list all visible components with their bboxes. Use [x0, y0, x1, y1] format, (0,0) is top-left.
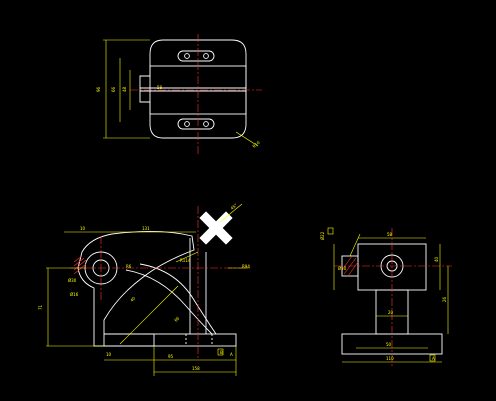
top-view-dim-radius: R10	[251, 140, 261, 149]
side-view-dim-height-b: 26	[442, 296, 447, 302]
front-view-arm-outline	[77, 230, 195, 347]
side-view-dim-base-width: 50	[386, 342, 392, 347]
front-view-rib-curve-inner	[139, 263, 217, 335]
top-view-upper-slot	[177, 50, 215, 62]
top-view-dim-width: 58	[157, 85, 163, 90]
front-view-radius-leader	[175, 251, 199, 263]
top-view[interactable]	[103, 34, 262, 154]
side-view-dim-top-width: 58	[387, 232, 393, 237]
side-view-section-mark: A	[432, 356, 435, 361]
top-view-upper-slot-hole-right	[203, 53, 209, 59]
front-view-base-plate	[153, 333, 237, 347]
top-view-dim-slot: 48	[122, 86, 127, 92]
front-view-section-mark-a: A	[230, 352, 233, 357]
front-view-section-mark-b: B	[220, 350, 223, 355]
side-view-dim-base-total: 110	[386, 356, 394, 361]
top-view-dimension-labels: 96 66 48 58 R10	[96, 85, 261, 149]
side-view-corner-box	[327, 227, 334, 235]
front-view-dim-base-offset: 10	[106, 352, 112, 357]
front-view-dim-top-span: 131	[142, 226, 150, 231]
front-view-dim-angle: 45°	[229, 202, 238, 210]
front-view-dim-rib-c: 66	[173, 315, 180, 322]
top-view-dim-inner: 66	[111, 86, 116, 92]
front-view-dim-base-total: 158	[192, 366, 200, 371]
top-view-lower-slot-hole-left	[184, 121, 190, 127]
top-view-lower-slot	[177, 118, 215, 130]
front-view-dim-radius-large: R114	[180, 258, 191, 263]
front-view-dim-left-width: 10	[80, 226, 86, 231]
side-view-leader-angle	[349, 233, 361, 257]
side-view-dim-web: 20	[388, 310, 394, 315]
front-view[interactable]	[46, 203, 252, 376]
front-view-dim-rib-b: 40	[129, 295, 136, 302]
side-view-dim-hole: Ø10	[338, 266, 347, 271]
top-view-radius-leader	[235, 131, 259, 147]
front-view-dim-height: 71	[38, 304, 43, 310]
side-view-dim-boss: Ø22	[320, 231, 325, 240]
side-view[interactable]	[333, 228, 452, 366]
front-view-dim-base-inner: 95	[168, 354, 174, 359]
top-view-lower-slot-hole-right	[203, 121, 209, 127]
front-view-section-stub	[199, 211, 233, 245]
side-view-dim-height-a: 40	[434, 256, 439, 262]
front-view-rib-curve	[125, 269, 213, 335]
front-view-dim-rib-a: R6	[126, 264, 132, 269]
front-view-dim-bore2: Ø16	[70, 292, 79, 297]
front-view-dimension-labels: 10 131 R114 R94 Ø30 Ø16 71 R6 40 66 10 1…	[38, 202, 250, 371]
front-view-rib-leader	[119, 285, 179, 345]
front-view-dim-radius-small: R94	[242, 264, 250, 269]
top-view-plate-outline	[139, 39, 247, 139]
front-view-angle-leader	[219, 203, 243, 223]
side-view-section-box	[429, 354, 436, 362]
top-view-upper-slot-hole-left	[184, 53, 190, 59]
front-view-dim-bore: Ø30	[68, 278, 77, 283]
top-view-dim-overall: 96	[96, 86, 101, 92]
front-view-section-hatch	[73, 255, 87, 275]
side-view-dimension-labels: 58 Ø22 Ø10 40 26 50 110 20 A	[320, 231, 447, 361]
front-view-section-box	[217, 348, 224, 356]
